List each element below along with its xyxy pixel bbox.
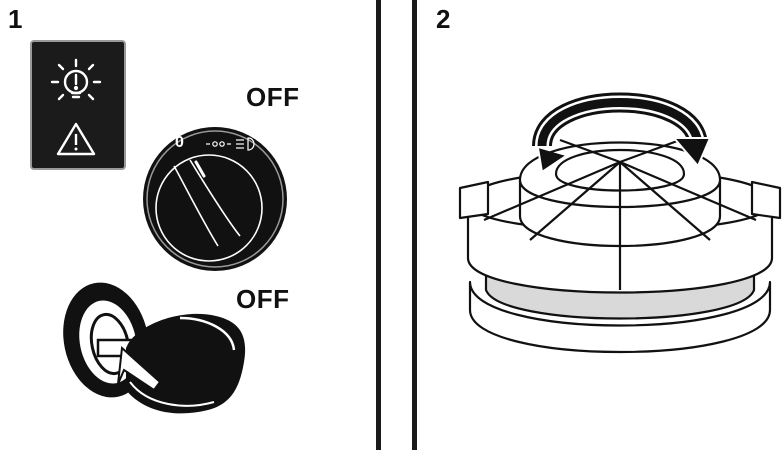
knob-zero-label: 0 [175, 134, 184, 151]
step-number: 1 [8, 4, 23, 34]
hazard-triangle-icon [56, 122, 96, 156]
bulb-warning-icon [50, 58, 102, 101]
step-1-panel: 1 OFF [0, 0, 378, 450]
off-label-switch: OFF [246, 82, 300, 112]
rotary-light-switch-icon [143, 127, 287, 271]
step-number: 2 [436, 4, 451, 34]
divider-line [376, 0, 381, 450]
ignition-key-icon [63, 282, 246, 414]
off-label-key: OFF [236, 284, 290, 314]
lamp-cap-icon [458, 92, 782, 354]
warning-light-panel [30, 40, 126, 170]
parking-light-icon [206, 141, 231, 147]
step-2-panel: 2 [416, 0, 784, 450]
headlight-icon [236, 137, 255, 151]
rotate-cap-arrow-icon [532, 92, 712, 174]
divider-line [412, 0, 417, 450]
